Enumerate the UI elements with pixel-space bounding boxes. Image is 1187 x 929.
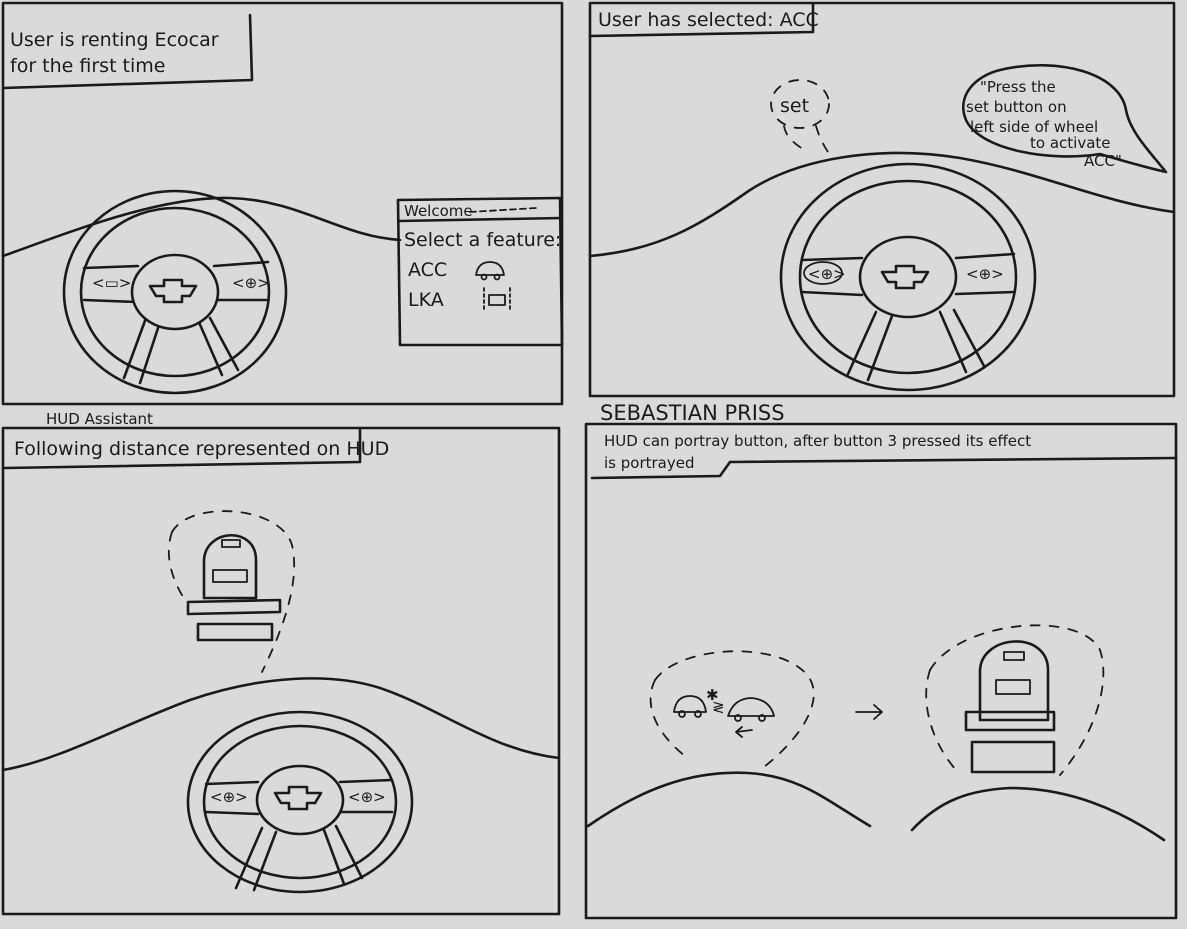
wheel-right-buttons: <⊕> bbox=[348, 788, 386, 806]
speech-line-2: set button on bbox=[966, 98, 1067, 116]
panel-2: User has selected: ACC set "Press the se… bbox=[588, 1, 1176, 398]
panel-4-caption-line-2: is portrayed bbox=[604, 454, 694, 472]
steering-wheel: <▭> <⊕> bbox=[62, 189, 288, 395]
panel-4-caption: HUD can portray button, after button 3 p… bbox=[590, 432, 1178, 480]
menu-item-lka-label: LKA bbox=[408, 289, 444, 311]
car-top-view-icon bbox=[978, 640, 1050, 722]
left-arrow-icon bbox=[735, 726, 753, 738]
dashboard-outline bbox=[1, 677, 561, 772]
panel-3-caption-text: Following distance represented on HUD bbox=[14, 438, 389, 460]
speech-line-5: ACC" bbox=[1084, 152, 1122, 170]
car-top-view-icon bbox=[202, 534, 258, 600]
lane-keep-icon bbox=[483, 287, 511, 313]
speech-line-4: to activate bbox=[1030, 134, 1111, 152]
panel-2-frame bbox=[588, 1, 1176, 398]
wheel-left-buttons: <⊕> bbox=[210, 788, 248, 806]
wheel-left-buttons: <▭> bbox=[92, 274, 131, 292]
steering-wheel: <⊕> <⊕> bbox=[186, 710, 414, 894]
car-side-icon bbox=[727, 697, 775, 722]
speech-line-1: "Press the bbox=[980, 78, 1056, 96]
distance-bar bbox=[970, 740, 1056, 774]
set-bubble-text: set bbox=[780, 95, 809, 117]
panel-1-caption-line-1: User is renting Ecocar bbox=[10, 29, 219, 51]
panel-1-caption: User is renting Ecocar for the first tim… bbox=[1, 13, 254, 90]
panel-3: HUD Assistant Following distance represe… bbox=[1, 410, 561, 916]
set-thought-bubble: set bbox=[770, 79, 830, 153]
panel-3-frame bbox=[1, 426, 561, 916]
panel-1-caption-line-2: for the first time bbox=[10, 55, 165, 77]
car-outline-icon bbox=[475, 261, 505, 281]
car-gap-thought: ✱ ≷ bbox=[649, 650, 815, 771]
wheel-right-buttons: <⊕> bbox=[232, 274, 270, 292]
panel-4-frame bbox=[584, 422, 1178, 920]
panel-2-caption: User has selected: ACC bbox=[588, 1, 819, 38]
dashboard-outline-left bbox=[586, 771, 872, 828]
panel-4-caption-line-1: HUD can portray button, after button 3 p… bbox=[604, 432, 1031, 450]
panel-4: SEBASTIAN PRISS HUD can portray button, … bbox=[584, 401, 1178, 920]
dashboard-outline bbox=[588, 151, 1176, 258]
menu-item-lka: LKA bbox=[408, 287, 511, 313]
hud-assistant-label: HUD Assistant bbox=[46, 410, 153, 428]
steering-wheel: <⊕> <⊕> bbox=[779, 162, 1037, 392]
speech-bubble: "Press the set button on left side of wh… bbox=[962, 63, 1168, 174]
spark-mark: ✱ bbox=[706, 686, 719, 704]
set-button-highlight bbox=[803, 261, 843, 285]
hud-distance-display bbox=[168, 510, 296, 673]
scribble-mark bbox=[469, 207, 537, 213]
menu-item-acc-label: ACC bbox=[408, 259, 447, 281]
panel-1: User is renting Ecocar for the first tim… bbox=[1, 1, 564, 406]
dashboard-outline-right bbox=[910, 786, 1166, 842]
panel-1-frame bbox=[1, 1, 564, 406]
menu-prompt: Select a feature: bbox=[404, 229, 561, 251]
menu-item-acc: ACC bbox=[408, 259, 505, 281]
welcome-menu: Welcome Select a feature: ACC LKA bbox=[396, 196, 564, 347]
wheel-right-buttons: <⊕> bbox=[966, 265, 1004, 283]
speech-line-3: left side of wheel bbox=[970, 118, 1098, 136]
distance-bar bbox=[196, 622, 274, 642]
hud-distance-display bbox=[925, 624, 1105, 776]
right-arrow-icon bbox=[855, 704, 883, 720]
author-signature: SEBASTIAN PRISS bbox=[600, 401, 785, 425]
welcome-header: Welcome bbox=[404, 202, 473, 220]
panel-3-caption: Following distance represented on HUD bbox=[3, 428, 389, 470]
gap-mark: ≷ bbox=[712, 698, 725, 716]
panel-2-caption-text: User has selected: ACC bbox=[598, 9, 819, 31]
wheel-left-buttons: <⊕> bbox=[808, 265, 846, 283]
dashboard-outline bbox=[1, 196, 402, 258]
car-side-icon bbox=[673, 695, 707, 718]
